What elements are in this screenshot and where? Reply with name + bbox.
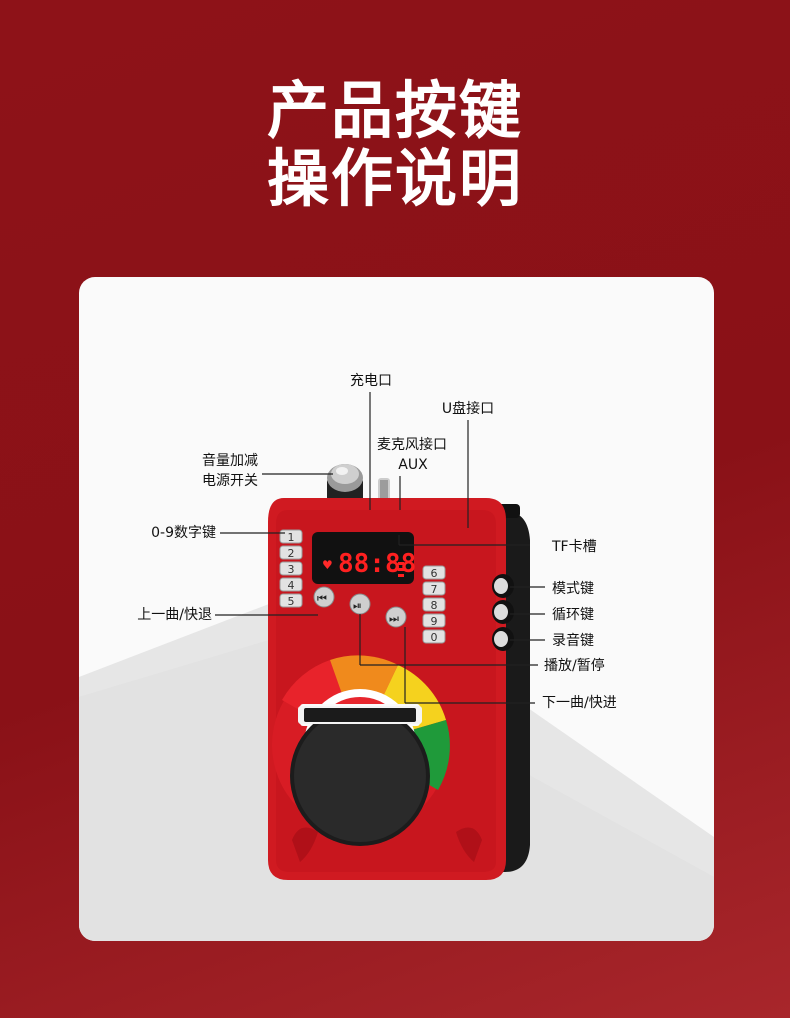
number-key-6 xyxy=(422,565,446,580)
mode-button xyxy=(494,578,508,594)
label-prev-key: 上一曲/快退 xyxy=(137,607,212,623)
number-key-9 xyxy=(422,613,446,628)
svg-text:⏯: ⏯ xyxy=(353,599,362,612)
number-key-7 xyxy=(422,581,446,596)
left-number-keys: 1 2 3 4 5 xyxy=(279,529,303,608)
number-key-8 xyxy=(422,597,446,612)
number-key-label-0: 0 xyxy=(431,631,438,644)
page-title-line1: 产品按键 xyxy=(266,74,523,147)
label-power-switch: 电源开关 xyxy=(202,473,258,489)
number-key-label-8: 8 xyxy=(431,599,438,612)
page-title-line2: 操作说明 xyxy=(266,142,523,215)
number-key-label-9: 9 xyxy=(431,615,438,628)
label-play-pause: 播放/暂停 xyxy=(544,658,605,674)
label-tf-slot: TF卡槽 xyxy=(552,539,597,555)
number-key-5 xyxy=(279,593,303,608)
svg-text:⏭: ⏭ xyxy=(389,612,399,625)
label-loop-key: 循环键 xyxy=(552,607,594,623)
prev-button xyxy=(313,586,335,608)
number-key-2 xyxy=(279,545,303,560)
number-key-label-6: 6 xyxy=(431,567,438,580)
label-mode-key: 模式键 xyxy=(552,581,594,597)
label-usb-port: U盘接口 xyxy=(441,401,495,417)
leader-lines xyxy=(215,392,545,704)
label-aux: AUX xyxy=(398,457,428,473)
number-key-label-3: 3 xyxy=(288,563,295,576)
label-record-key: 录音键 xyxy=(552,633,594,649)
led-display xyxy=(312,532,414,584)
next-button xyxy=(385,606,407,628)
number-key-label-7: 7 xyxy=(431,583,438,596)
number-key-1 xyxy=(279,529,303,544)
label-volume: 音量加减 xyxy=(202,453,258,469)
label-mic-port: 麦克风接口 xyxy=(377,437,447,453)
number-key-0 xyxy=(422,629,446,644)
display-heart-icon: ♥ xyxy=(322,558,333,572)
display-digits: 88:88 xyxy=(338,549,416,579)
number-key-4 xyxy=(279,577,303,592)
number-key-label-5: 5 xyxy=(288,595,295,608)
label-next-key: 下一曲/快进 xyxy=(542,695,617,711)
label-number-keys: 0-9数字键 xyxy=(151,525,216,541)
number-key-label-4: 4 xyxy=(288,579,295,592)
record-button xyxy=(494,631,508,647)
label-charge-port: 充电口 xyxy=(350,373,392,389)
number-key-3 xyxy=(279,561,303,576)
number-key-label-1: 1 xyxy=(288,531,295,544)
loop-button xyxy=(494,604,508,620)
number-key-label-2: 2 xyxy=(288,547,295,560)
svg-text:⏮: ⏮ xyxy=(317,592,327,605)
brand-strip xyxy=(304,708,416,722)
right-number-keys: 6 7 8 9 0 xyxy=(422,565,446,644)
